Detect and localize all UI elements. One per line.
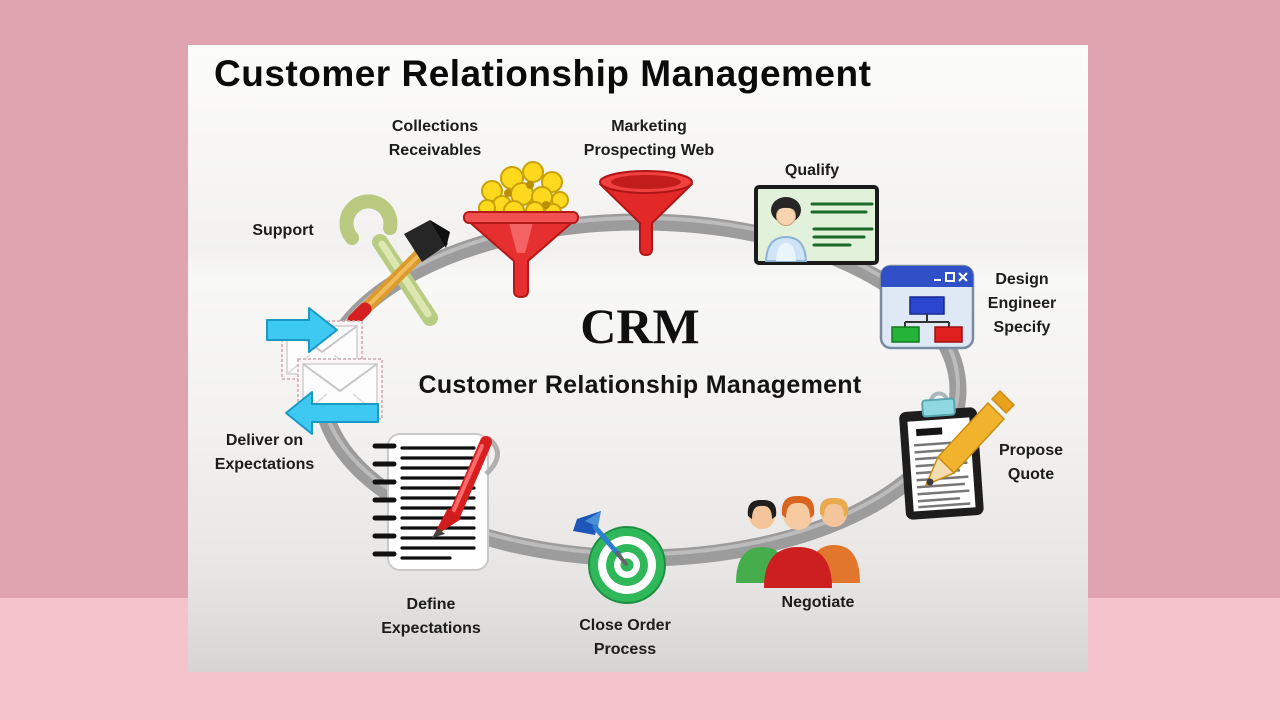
crm-subtitle: Customer Relationship Management	[418, 371, 862, 399]
clipboard-pencil-icon	[899, 389, 1016, 520]
notepad-pen-icon	[372, 433, 500, 571]
tools-icon	[339, 194, 450, 327]
funnel-icon	[598, 170, 694, 257]
arrow-right-icon	[266, 307, 338, 353]
arrow-left-icon	[285, 391, 379, 435]
id-card-icon	[754, 185, 879, 265]
envelopes-arrows-icon	[266, 307, 383, 435]
stage-label-close-order: Close Order Process	[579, 617, 671, 658]
page-title: Customer Relationship Management	[214, 53, 872, 94]
crm-acronym: CRM	[580, 298, 700, 354]
stage-label-deliver: Deliver on Expectations	[214, 432, 315, 473]
diagram-canvas: Customer Relationship Management	[188, 45, 1088, 672]
stage-label-qualify: Qualify	[784, 162, 840, 179]
stage-label-negotiate: Negotiate	[781, 594, 855, 611]
gold-funnel-icon	[463, 161, 579, 299]
app-window-flowchart-icon	[879, 264, 975, 350]
target-dart-icon	[573, 511, 666, 604]
stage-label-marketing: Marketing Prospecting Web	[583, 118, 715, 159]
stage-label-propose: Propose Quote	[998, 442, 1063, 483]
stage-label-support: Support	[252, 222, 314, 239]
people-group-icon	[736, 495, 860, 588]
stage-label-collections: Collections Receivables	[388, 118, 482, 159]
stage-label-define: Define Expectations	[381, 596, 481, 637]
stage-label-design: Design Engineer Specify	[987, 271, 1057, 336]
